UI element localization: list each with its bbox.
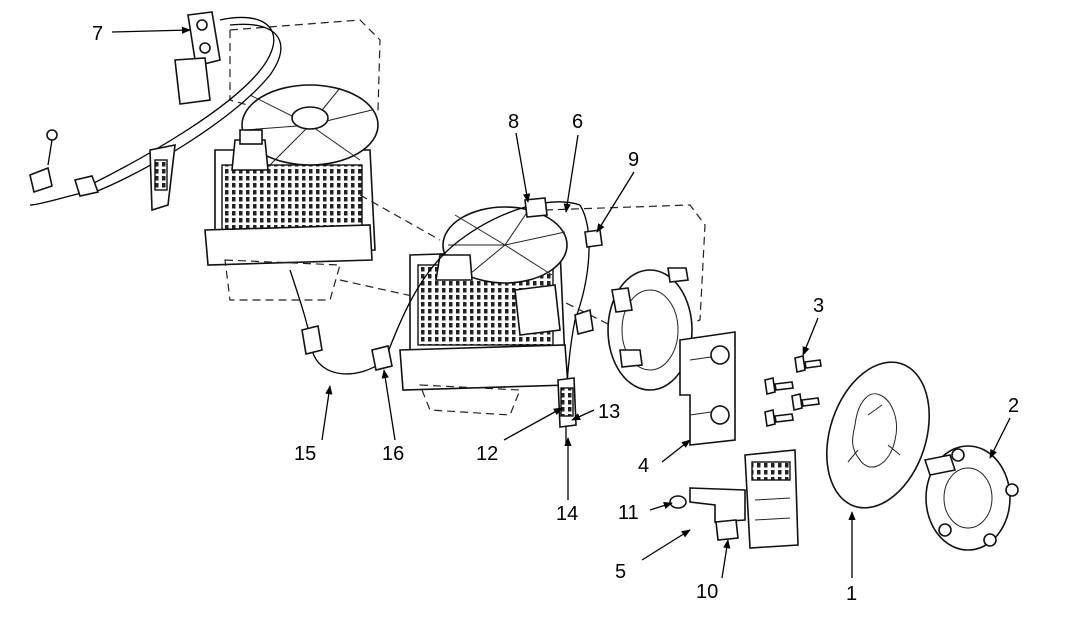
callout-labels: 1 2 3 4 5 6 7 8 9 10 11 12 13 14 15 16: [92, 23, 1019, 605]
callout-14: 14: [556, 503, 578, 525]
bolt-set-part3: [764, 355, 822, 427]
callout-7: 7: [92, 23, 103, 45]
wheel-hub-part2: [923, 445, 1019, 551]
clip-part10: [715, 519, 739, 541]
callout-9: 9: [628, 149, 639, 171]
axle-flange-assembly: [607, 267, 693, 391]
callout-13: 13: [598, 401, 620, 423]
callout-5: 5: [615, 561, 626, 583]
rear-transmission-unit: [204, 19, 381, 301]
callout-leaders: [111, 26, 1011, 579]
callout-2: 2: [1008, 395, 1019, 417]
alignment-line-upper: [359, 194, 441, 241]
brake-disc-part1: [826, 361, 930, 509]
callout-16: 16: [382, 443, 404, 465]
callout-3: 3: [813, 295, 824, 317]
control-cable-assembly-left: [29, 11, 282, 212]
callout-4: 4: [638, 455, 649, 477]
alignment-line-lower: [339, 279, 431, 301]
callout-10: 10: [696, 581, 718, 603]
callout-1: 1: [846, 583, 857, 605]
nut-part11: [669, 495, 687, 509]
callout-15: 15: [294, 443, 316, 465]
callout-8: 8: [508, 111, 519, 133]
callout-6: 6: [572, 111, 583, 133]
brake-caliper-part5: [689, 449, 799, 549]
callout-12: 12: [476, 443, 498, 465]
mounting-bracket-part4: [679, 331, 736, 446]
callout-11: 11: [618, 502, 639, 524]
center-transmission-unit: [399, 204, 706, 416]
